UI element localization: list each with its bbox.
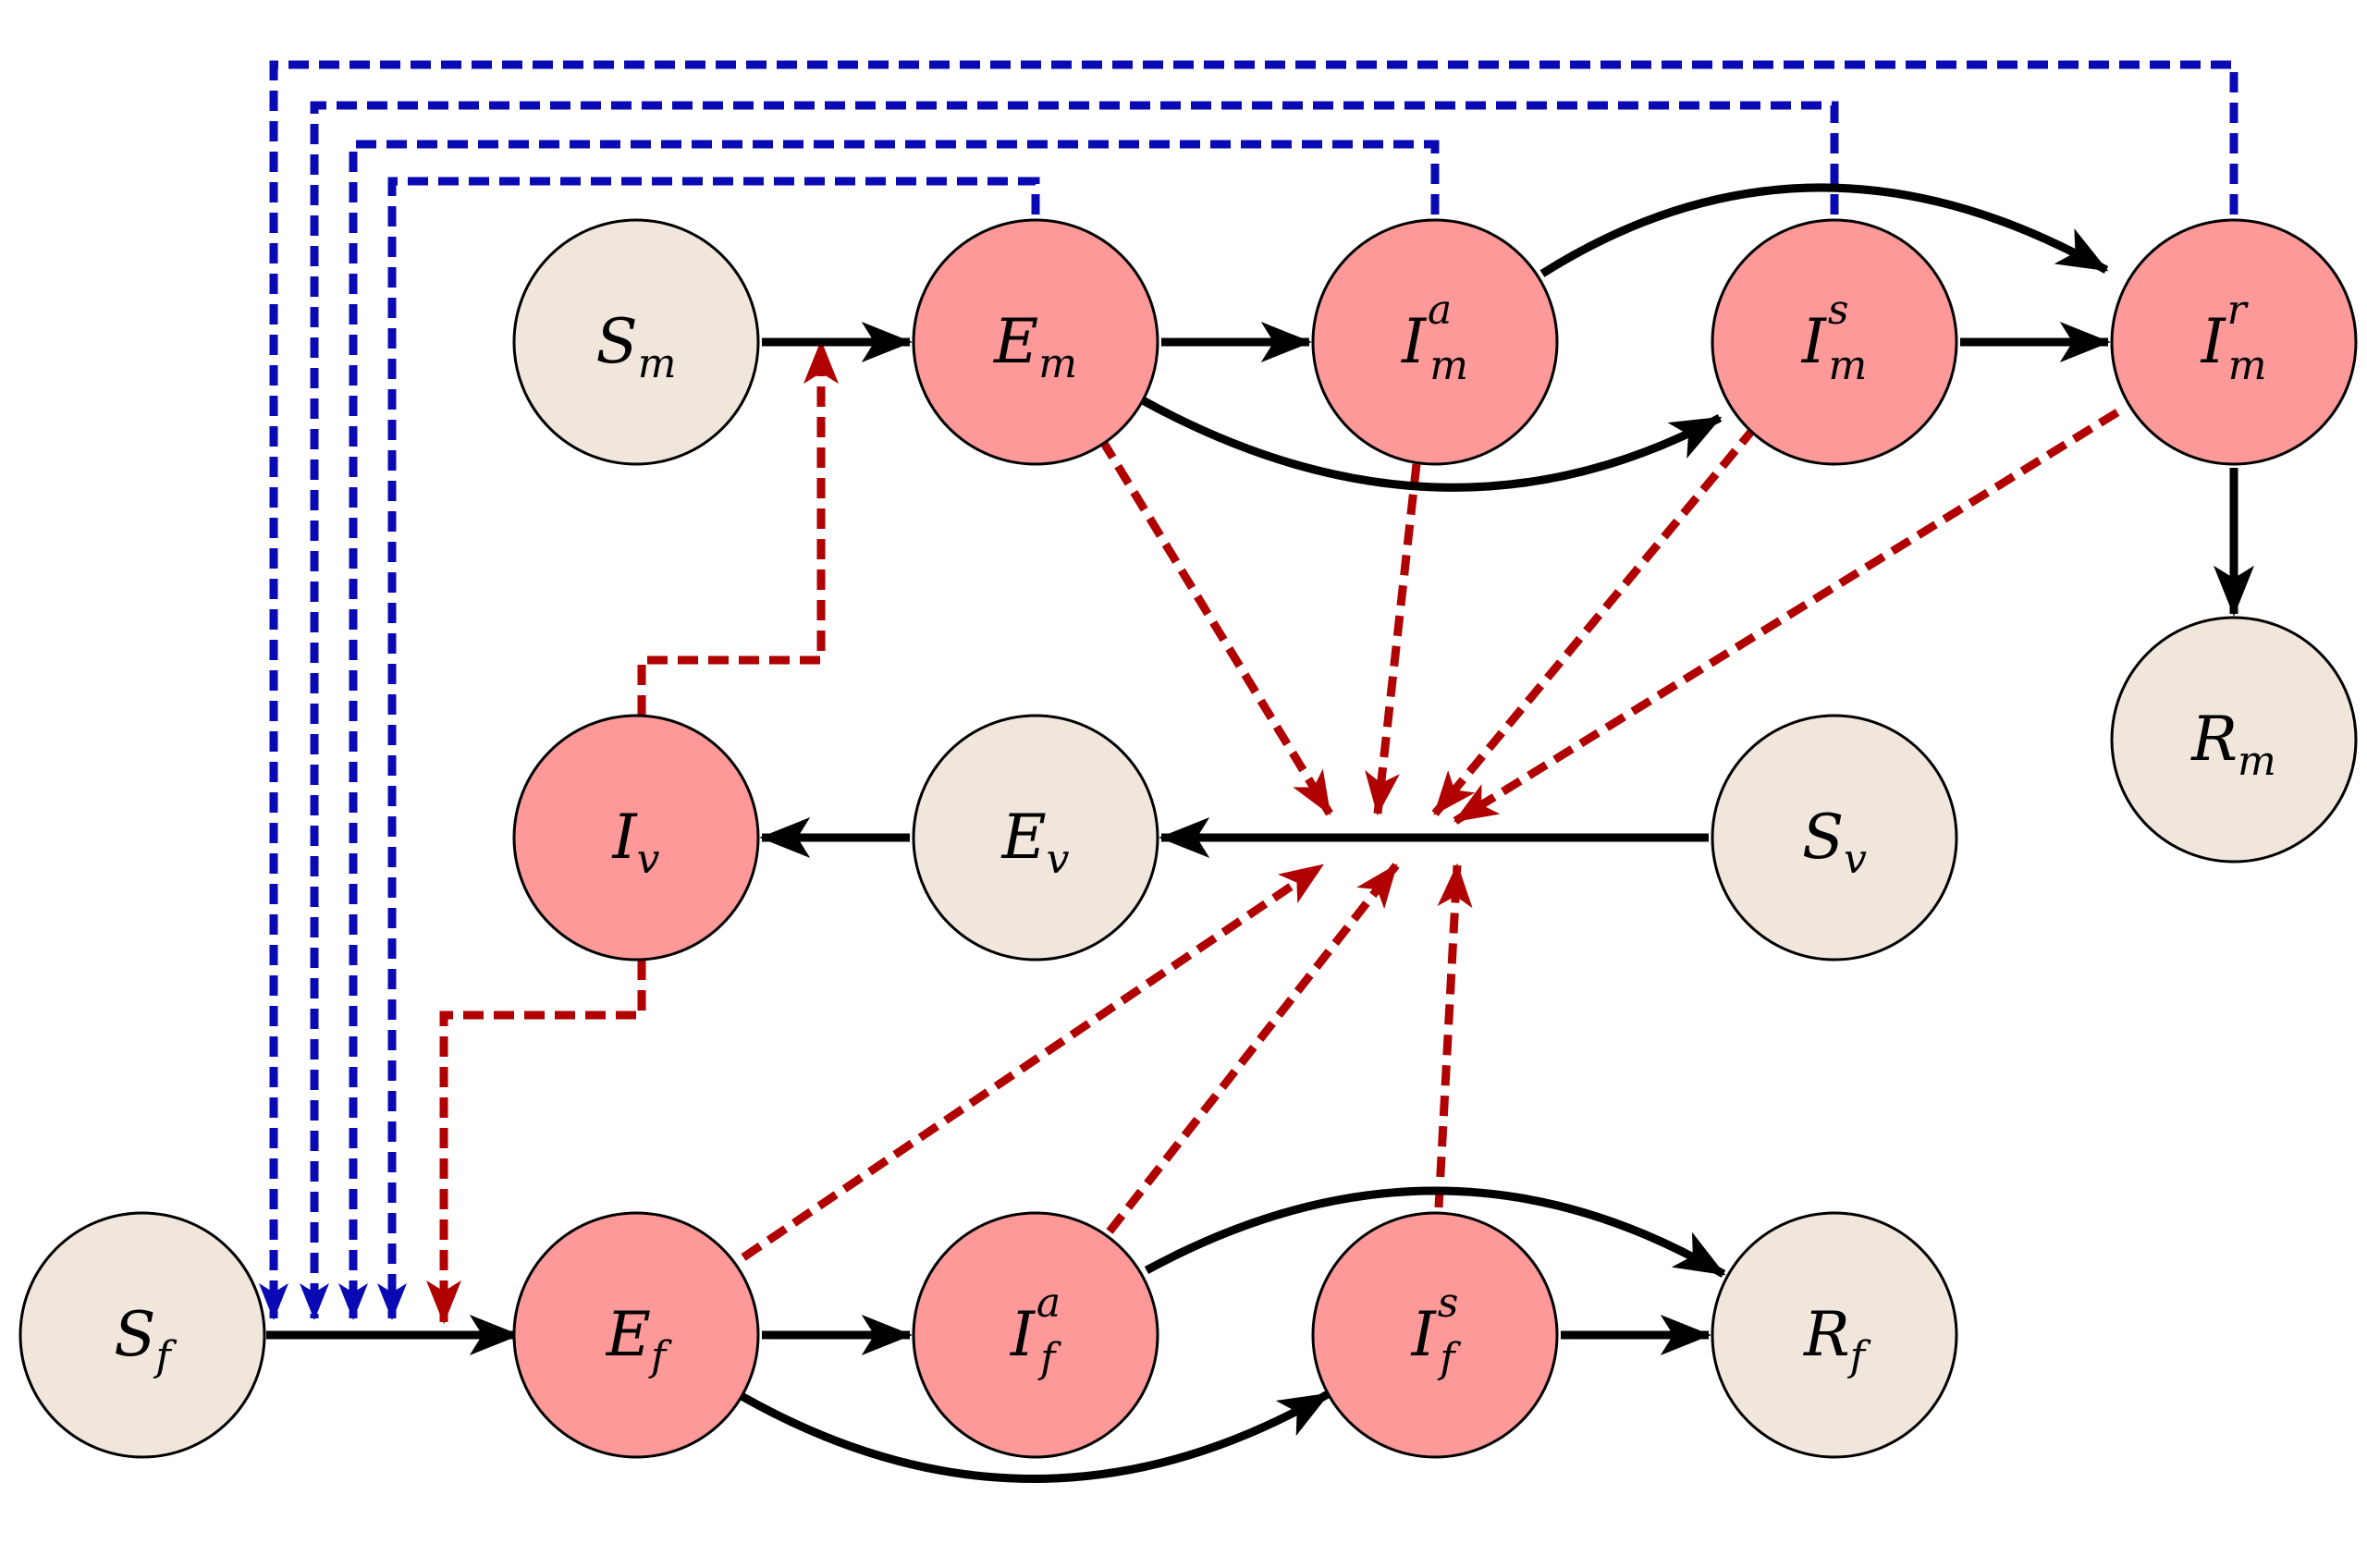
node-Sm: Sm: [512, 218, 760, 466]
node-Ef: Ef: [512, 1211, 760, 1459]
node-Ima-circle: [1311, 218, 1559, 466]
edge-Ima-to-Imr: [1539, 183, 2109, 277]
node-Sf: Sf: [18, 1211, 266, 1459]
edge-Ifa-to-Sv: [1106, 863, 1400, 1234]
node-Sm-label: Sm: [596, 306, 677, 387]
node-Iv: Iv: [512, 714, 760, 962]
node-Ev: Ev: [912, 714, 1159, 962]
node-Imr-circle: [2110, 218, 2358, 466]
node-Sm-circle: [512, 218, 760, 466]
node-Ims-circle: [1711, 218, 1958, 466]
node-Ifs-circle: [1311, 1211, 1559, 1459]
solid-transition-edges: [266, 183, 2254, 1483]
node-Sf-circle: [18, 1211, 266, 1459]
node-Sv-circle: [1711, 714, 1958, 962]
node-Iv-circle: [512, 714, 760, 962]
edge-Ima-to-Sv: [1365, 463, 1421, 816]
edge-Ifa-to-Rf: [1144, 1186, 1726, 1278]
edge-Iv-to-Sf: [426, 960, 646, 1325]
edge-Ef-to-Ifs: [739, 1390, 1331, 1483]
node-Rf: Rf: [1711, 1211, 1958, 1459]
edge-Imr-to-Sv: [1453, 409, 2120, 825]
edge-Em-to-Sf: [377, 177, 1040, 1320]
edge-Em-to-Ims: [1138, 396, 1723, 492]
node-Sv: Sv: [1711, 714, 1958, 962]
node-Em-circle: [912, 218, 1159, 466]
edge-Em-to-Sv: [1098, 437, 1333, 816]
node-Sf-label: Sf: [114, 1299, 177, 1380]
edge-Ims-to-Sv: [1431, 424, 1759, 816]
edge-Ims-to-Sf: [300, 101, 1839, 1320]
node-Ef-circle: [512, 1211, 760, 1459]
node-Rf-circle: [1711, 1211, 1958, 1459]
node-Rm-circle: [2110, 616, 2358, 864]
blue-dashed-edges: [259, 60, 2238, 1320]
node-Ev-circle: [912, 714, 1159, 962]
node-Ev-label: Ev: [1000, 802, 1069, 883]
edge-Imr-to-Sf: [259, 60, 2238, 1320]
edge-Ima-to-Sf: [338, 140, 1440, 1320]
node-Em-label: Em: [993, 306, 1077, 387]
node-Rm: Rm: [2110, 616, 2358, 864]
edge-Ef-to-Sv: [741, 862, 1325, 1261]
node-Sv-label: Sv: [1802, 802, 1867, 883]
edge-Ifs-to-Sv: [1434, 863, 1473, 1208]
node-Iv-label: Iv: [612, 802, 660, 883]
node-Rm-label: Rm: [2190, 704, 2275, 785]
red-dashed-edges: [426, 339, 2120, 1325]
node-Ifa-circle: [912, 1211, 1159, 1459]
node-Em: Em: [912, 218, 1159, 466]
